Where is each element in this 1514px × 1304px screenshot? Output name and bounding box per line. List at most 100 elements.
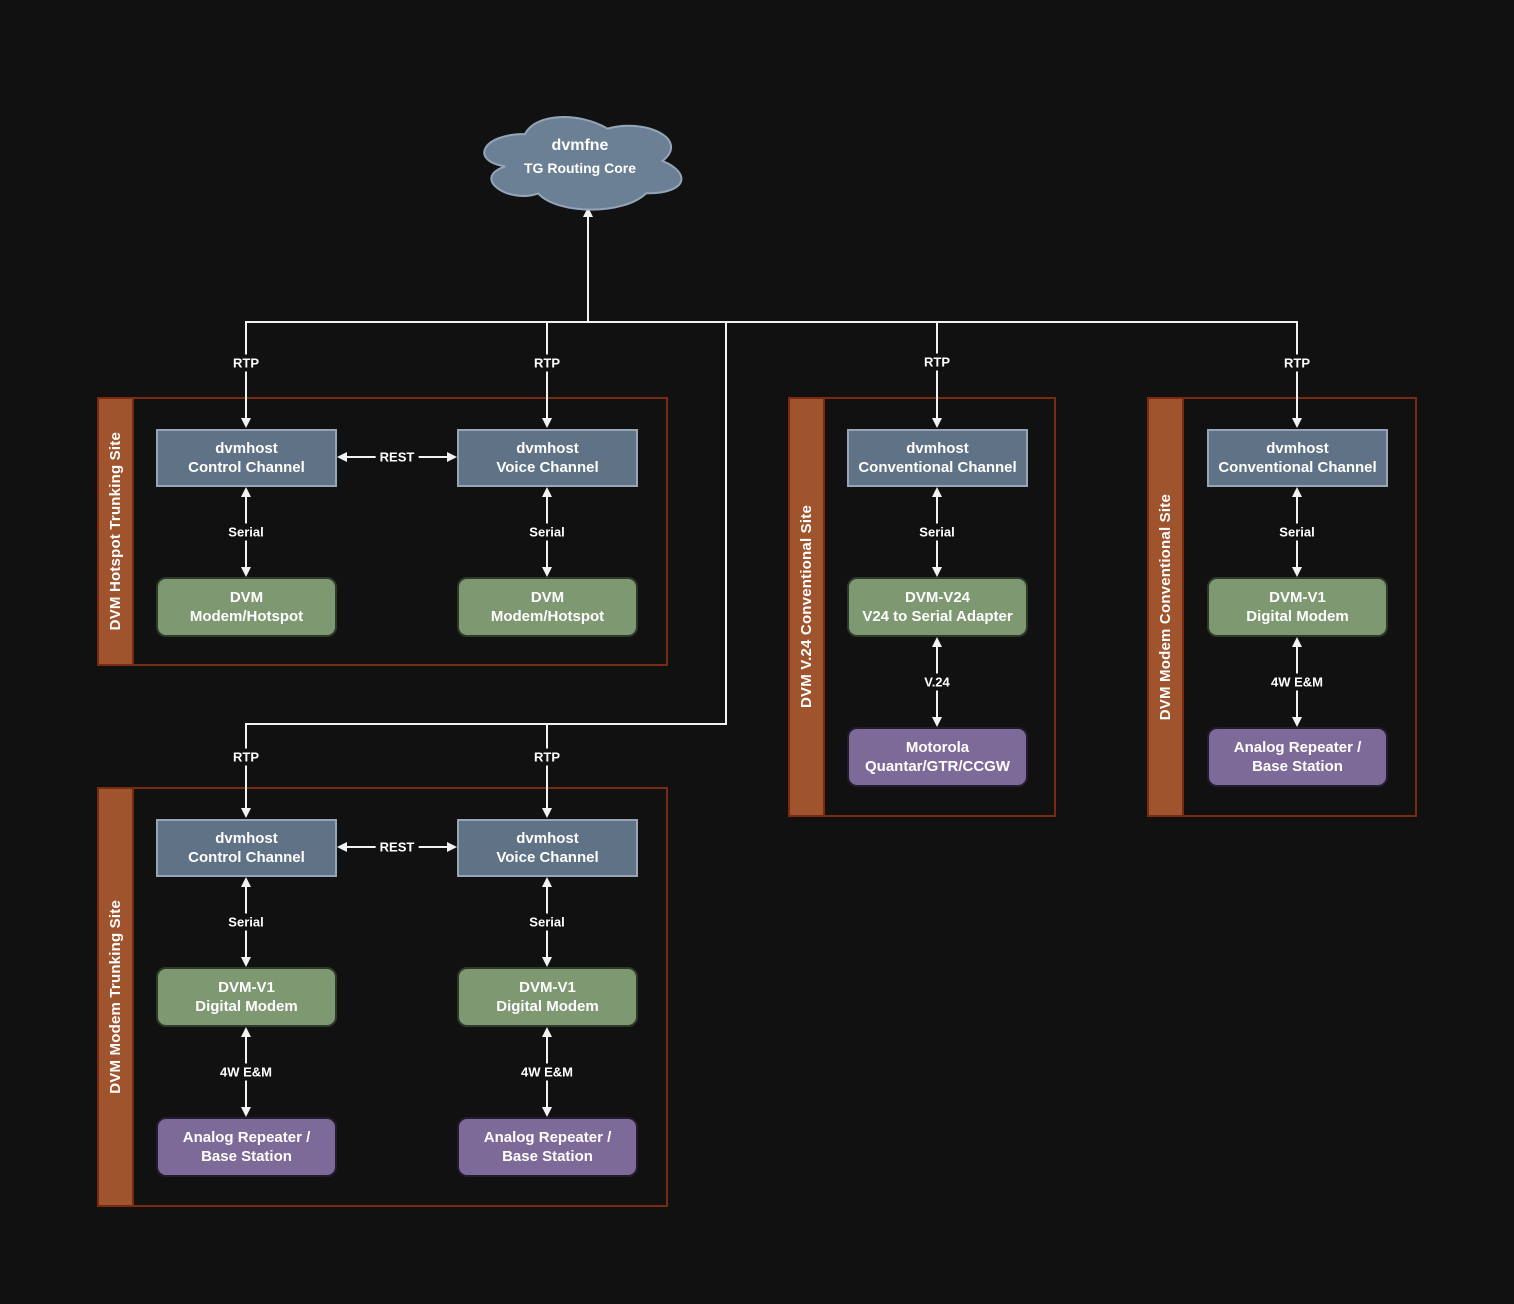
arrowhead-up [1292,637,1302,647]
node-dvmhost-conventional-channel: dvmhost Conventional Channel [847,429,1028,487]
node-label-line1: dvmhost [906,440,969,457]
edge-label-serial: Serial [525,523,569,541]
node-analog-repeater-base-station: Analog Repeater / Base Station [457,1117,638,1177]
rtp-drop-line [245,723,247,808]
node-label-line2: Base Station [502,1148,593,1165]
node-analog-repeater-base-station: Analog Repeater / Base Station [1207,727,1388,787]
arrowhead-up [542,1027,552,1037]
cloud-link-line [587,217,589,321]
edge-label-serial: Serial [1275,523,1319,541]
arrowhead-up [583,207,593,217]
arrowhead-up [932,637,942,647]
site-dvm-hotspot-trunking: DVM Hotspot Trunking Site [97,397,668,666]
node-label-line2: Control Channel [188,849,305,866]
fne-cloud: dvmfne TG Routing Core [470,107,690,215]
node-label-line2: Digital Modem [496,998,599,1015]
node-label-line1: Analog Repeater / [483,1129,612,1146]
node-label-line2: Conventional Channel [858,459,1017,476]
cloud-text: dvmfne TG Routing Core [470,136,690,177]
site-label-bar: DVM Modem Conventional Site [1149,399,1184,815]
bottom-bus-line [246,723,727,725]
node-label-line1: DVM-V1 [1269,589,1326,606]
site-dvm-v24-conventional: DVM V.24 Conventional Site [788,397,1056,817]
arrowhead-down [542,808,552,818]
edge-label-rtp: RTP [530,354,564,372]
arrowhead-left [337,842,347,852]
arrowhead-down [542,418,552,428]
node-dvmhost-voice-channel: dvmhost Voice Channel [457,429,638,487]
node-dvmhost-control-channel: dvmhost Control Channel [156,819,337,877]
node-label-line1: DVM-V1 [218,979,275,996]
site-dvm-modem-conventional: DVM Modem Conventional Site [1147,397,1417,817]
node-label-line2: Voice Channel [496,459,599,476]
node-label-line1: dvmhost [1266,440,1329,457]
node-label-line1: dvmhost [516,830,579,847]
site-title: DVM V.24 Conventional Site [798,505,815,709]
edge-label-serial: Serial [224,523,268,541]
site-label-bar: DVM Hotspot Trunking Site [99,399,134,664]
arrowhead-down [932,717,942,727]
arrowhead-up [241,1027,251,1037]
arrowhead-up [241,877,251,887]
node-label-line2: Digital Modem [1246,608,1349,625]
site-label-bar: DVM Modem Trunking Site [99,789,134,1205]
node-label-line2: Modem/Hotspot [189,608,304,625]
arrowhead-down [1292,418,1302,428]
arrowhead-down [542,957,552,967]
edge-label-serial: Serial [915,523,959,541]
arrowhead-right [447,452,457,462]
node-label-line1: Motorola [905,739,970,756]
node-label-line1: dvmhost [215,830,278,847]
edge-label-4w-em: 4W E&M [1267,673,1327,691]
arrowhead-right [447,842,457,852]
node-dvmhost-control-channel: dvmhost Control Channel [156,429,337,487]
edge-label-serial: Serial [525,913,569,931]
site-title: DVM Modem Trunking Site [107,900,124,1094]
site-label-bar: DVM V.24 Conventional Site [790,399,825,815]
node-dvm-modem-hotspot: DVM Modem/Hotspot [457,577,638,637]
rtp-drop-line [546,723,548,808]
site-title: DVM Hotspot Trunking Site [107,432,124,631]
arrowhead-up [542,877,552,887]
edge-label-rest: REST [375,838,419,856]
arrowhead-up [932,487,942,497]
arrowhead-down [542,1107,552,1117]
node-label-line2: Base Station [1252,758,1343,775]
arrowhead-down [241,808,251,818]
arrowhead-down [241,957,251,967]
arrowhead-up [1292,487,1302,497]
edge-label-rtp: RTP [530,748,564,766]
edge-label-v24: V.24 [920,673,954,691]
site-dvm-modem-trunking: DVM Modem Trunking Site [97,787,668,1207]
node-dvmhost-conventional-channel: dvmhost Conventional Channel [1207,429,1388,487]
cloud-subtitle: TG Routing Core [524,160,636,176]
edge-label-rtp: RTP [229,748,263,766]
arrowhead-down [932,567,942,577]
node-label-line1: Analog Repeater / [1233,739,1362,756]
top-bus-line [246,321,1298,323]
node-label-line1: DVM-V24 [904,589,971,606]
arrowhead-down [1292,567,1302,577]
arrowhead-down [932,418,942,428]
edge-label-rtp: RTP [229,354,263,372]
cloud-icon [483,116,683,211]
edge-label-4w-em: 4W E&M [517,1063,577,1081]
arrowhead-down [241,567,251,577]
edge-label-rtp: RTP [1280,354,1314,372]
arrowhead-left [337,452,347,462]
node-dvm-v1-digital-modem: DVM-V1 Digital Modem [457,967,638,1027]
node-label-line1: DVM-V1 [519,979,576,996]
edge-label-rtp: RTP [920,353,954,371]
node-dvm-modem-hotspot: DVM Modem/Hotspot [156,577,337,637]
node-label-line1: dvmhost [516,440,579,457]
node-label-line2: Digital Modem [195,998,298,1015]
node-dvmhost-voice-channel: dvmhost Voice Channel [457,819,638,877]
node-motorola-quantar: Motorola Quantar/GTR/CCGW [847,727,1028,787]
node-label-line1: DVM [229,589,264,606]
cloud-title: dvmfne [551,137,609,154]
node-label-line2: Base Station [201,1148,292,1165]
node-label-line1: dvmhost [215,440,278,457]
arrowhead-down [542,567,552,577]
arrowhead-down [241,1107,251,1117]
node-dvm-v1-digital-modem: DVM-V1 Digital Modem [1207,577,1388,637]
